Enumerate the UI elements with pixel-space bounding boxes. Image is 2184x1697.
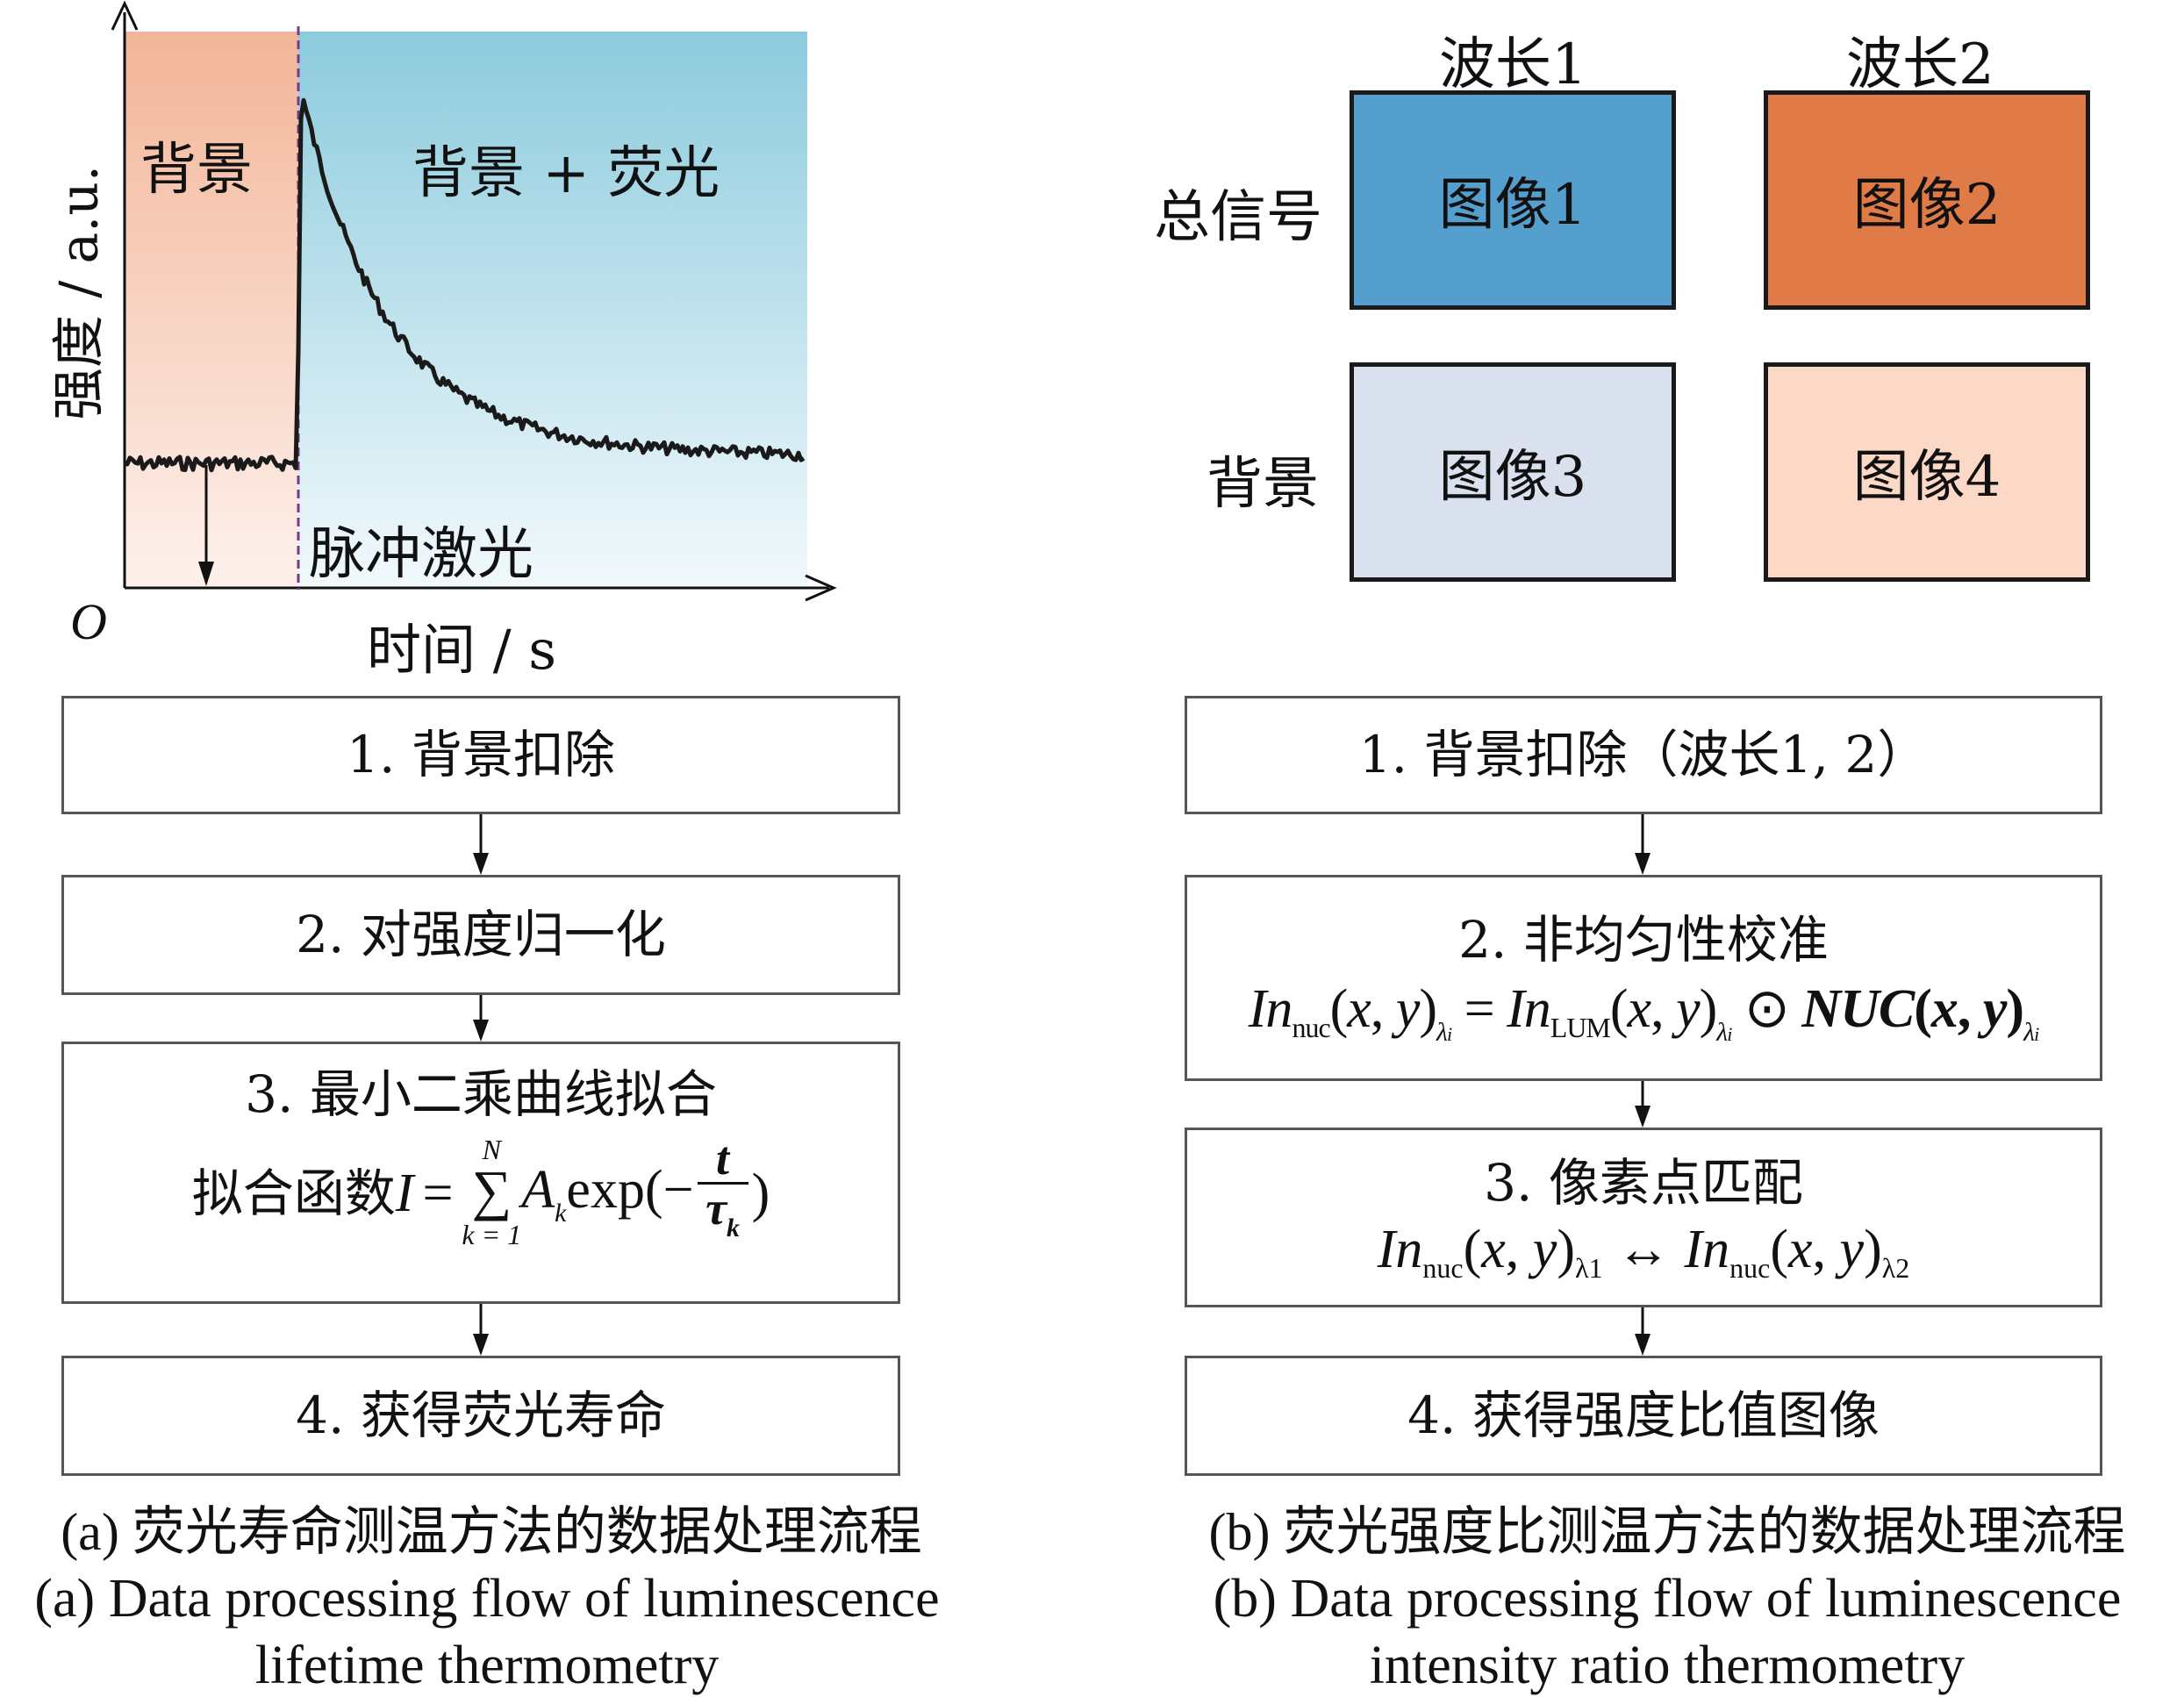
region-background-label: 背景 [140, 138, 253, 203]
caption-a-en-line2: lifetime thermometry [254, 1636, 720, 1695]
step-a4-label: 4. 获得荧光寿命 [296, 1385, 666, 1445]
step-a1-label: 1. 背景扣除 [347, 724, 615, 784]
nuc-formula: Innuc(x, y)λi = InLUM(x, y)λi ⊙ NUC(x, y… [1248, 979, 2039, 1048]
step-b2-label: 2. 非均匀性校准 [1458, 909, 1829, 970]
image-1-tile: 图像1 [1350, 90, 1676, 310]
step-b1-box: 1. 背景扣除（波长1, 2） [1185, 696, 2102, 814]
column-header-wavelength-1: 波长1 [1439, 32, 1587, 97]
fit-function-prefix: 拟合函数 [191, 1163, 396, 1223]
sum-lower-limit: k = 1 [462, 1219, 522, 1251]
fit-function-close: ) [751, 1164, 770, 1224]
fit-function-I: I [395, 1164, 414, 1224]
caption-b-en-line2: intensity ratio thermometry [1369, 1636, 1966, 1695]
image-2-tile: 图像2 [1764, 90, 2090, 310]
row-label-background: 背景 [1207, 452, 1319, 517]
pulse-laser-label: 脉冲激光 [309, 522, 533, 587]
step-b1-label: 1. 背景扣除（波长1, 2） [1358, 724, 1929, 784]
fraction: t τk [697, 1135, 748, 1252]
caption-a-cn: (a) 荧光寿命测温方法的数据处理流程 [61, 1503, 922, 1561]
step-b3-box: 3. 像素点匹配 Innuc(x, y)λ1 ↔ Innuc(x, y)λ2 [1185, 1128, 2102, 1307]
y-axis-arrow [111, 0, 139, 31]
step-a2-label: 2. 对强度归一化 [296, 904, 666, 964]
x-axis-label: 时间 / s [367, 618, 557, 682]
step-a2-box: 2. 对强度归一化 [61, 875, 900, 995]
step-a3-label: 3. 最小二乘曲线拟合 [245, 1064, 717, 1124]
y-axis-label: 强度 / a.u. [48, 165, 111, 420]
fit-function-formula: 拟合函数 I = N ∑ k = 1 Akexp(− t τk ) [192, 1135, 770, 1252]
step-b2-box: 2. 非均匀性校准 Innuc(x, y)λi = InLUM(x, y)λi … [1185, 875, 2102, 1081]
caption-b-cn: (b) 荧光强度比测温方法的数据处理流程 [1208, 1503, 2126, 1561]
pixel-match-formula: Innuc(x, y)λ1 ↔ Innuc(x, y)λ2 [1377, 1219, 1910, 1284]
flow-arrow-heads-b [1635, 853, 1651, 1356]
flow-arrow-heads-a [473, 853, 489, 1356]
column-header-wavelength-2: 波长2 [1846, 32, 1994, 97]
step-b4-label: 4. 获得强度比值图像 [1407, 1385, 1880, 1445]
sum-operator: N ∑ k = 1 [462, 1134, 522, 1251]
decay-trace [124, 97, 806, 473]
image-3-tile: 图像3 [1350, 362, 1676, 582]
step-b3-label: 3. 像素点匹配 [1484, 1153, 1803, 1214]
row-label-total-signal: 总信号 [1154, 185, 1322, 250]
image-3-label: 图像3 [1438, 445, 1587, 510]
origin-label: O [70, 593, 107, 650]
step-a3-box: 3. 最小二乘曲线拟合 拟合函数 I = N ∑ k = 1 Akexp(− t… [61, 1042, 900, 1304]
fit-function-eq: = [422, 1164, 454, 1224]
signal-region [298, 32, 807, 588]
sum-upper-limit: N [482, 1134, 501, 1166]
caption-a-en-line1: (a) Data processing flow of luminescence [34, 1569, 940, 1629]
step-a1-box: 1. 背景扣除 [61, 696, 900, 814]
image-2-label: 图像2 [1852, 173, 2001, 238]
caption-b-en-line1: (b) Data processing flow of luminescence [1213, 1569, 2122, 1629]
baseline-arrow-head [198, 562, 214, 586]
step-b4-box: 4. 获得强度比值图像 [1185, 1356, 2102, 1476]
background-region [125, 32, 298, 588]
image-4-label: 图像4 [1852, 445, 2001, 510]
step-a4-box: 4. 获得荧光寿命 [61, 1356, 900, 1476]
image-1-label: 图像1 [1438, 173, 1587, 238]
fit-function-body: Akexp(− [521, 1160, 694, 1228]
image-4-tile: 图像4 [1764, 362, 2090, 582]
x-axis-arrow [805, 574, 837, 602]
region-signal-label: 背景 + 荧光 [412, 141, 720, 206]
